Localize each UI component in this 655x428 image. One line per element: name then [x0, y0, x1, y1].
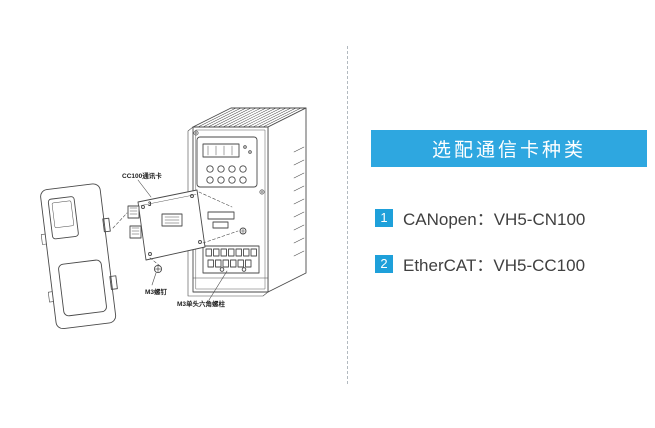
- side-vents: [293, 146, 305, 257]
- slot-number-label: 3: [148, 202, 152, 208]
- m3-screw: [153, 264, 163, 274]
- item-label: EtherCAT：VH5-CC100: [403, 256, 586, 275]
- drive-base-edge: [187, 126, 269, 297]
- panel-title: 选配通信卡种类: [431, 140, 586, 161]
- item-label: CANopen：VH5-CN100: [403, 210, 586, 229]
- keypad-button: [217, 176, 225, 184]
- front-cover: [40, 183, 118, 330]
- list-item: 1 CANopen：VH5-CN100: [375, 205, 647, 230]
- leader-lines: [137, 179, 228, 301]
- assembly-guides: [112, 191, 239, 267]
- keypad-button: [217, 165, 225, 173]
- keypad-button: [239, 165, 247, 173]
- drive-side-face: [267, 107, 307, 293]
- keypad-button: [228, 165, 236, 173]
- card-label: CC100通讯卡: [122, 171, 162, 180]
- cover-lower-panel: [58, 259, 107, 317]
- screw-label: M3螺钉: [145, 287, 168, 296]
- cover-window: [47, 196, 79, 240]
- item-number-badge: 2: [375, 254, 393, 273]
- heatsink-fins: [197, 107, 302, 128]
- option-slot: [207, 211, 247, 235]
- keypad-button: [239, 176, 247, 184]
- keypad-display: [202, 143, 240, 158]
- info-panel: 选配通信卡种类 1 CANopen：VH5-CN100 2 EtherCAT：V…: [371, 130, 647, 297]
- card-connector: [129, 225, 142, 239]
- cover-clip: [102, 217, 111, 233]
- keypad-button: [206, 165, 214, 173]
- keypad-button: [228, 176, 236, 184]
- cover-clip: [109, 275, 118, 290]
- keypad: [196, 136, 258, 188]
- exploded-diagram: CC100通讯卡 M3螺钉 M3单头六角螺柱 3: [40, 107, 307, 330]
- front-screws: [193, 130, 265, 195]
- terminal-block: [202, 245, 260, 274]
- keypad-button: [206, 176, 214, 184]
- list-item: 2 EtherCAT：VH5-CC100: [375, 251, 647, 276]
- drive-unit: [187, 107, 307, 297]
- card-connector: [127, 205, 140, 219]
- card-pcb: [137, 189, 206, 261]
- standoff: [219, 267, 225, 272]
- standoff-label: M3单头六角螺柱: [177, 299, 226, 308]
- option-list: 1 CANopen：VH5-CN100 2 EtherCAT：VH5-CC100: [371, 205, 647, 276]
- status-led: [248, 150, 252, 154]
- dashed-divider: [347, 46, 348, 384]
- status-led: [243, 145, 247, 149]
- panel-title-banner: 选配通信卡种类: [371, 130, 647, 167]
- standoff: [241, 267, 247, 272]
- card-component: [161, 213, 183, 227]
- comm-card: [127, 189, 206, 261]
- item-number-badge: 1: [375, 208, 393, 227]
- diagram-svg: CC100通讯卡 M3螺钉 M3单头六角螺柱 3: [40, 107, 307, 330]
